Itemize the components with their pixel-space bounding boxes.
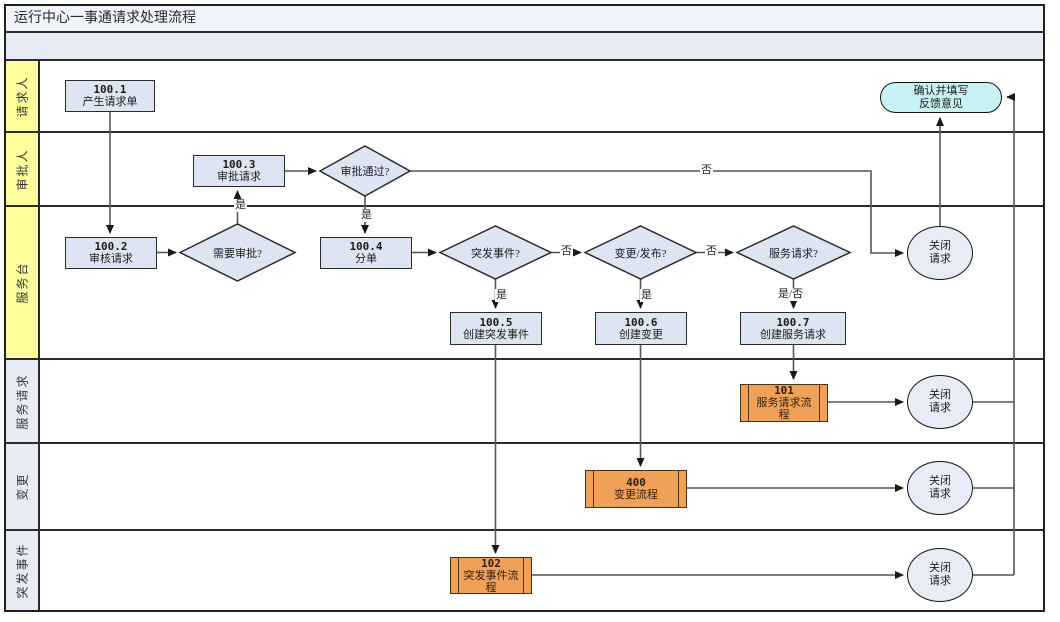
process-100-5: 100.5 创建突发事件 bbox=[450, 312, 542, 345]
lane-row-requester: 请求人 bbox=[6, 61, 1043, 133]
page-title: 运行中心一事通请求处理流程 bbox=[14, 11, 196, 26]
lane-label-service-desk: 服务台 bbox=[6, 207, 40, 358]
process-100-1: 100.1 产生请求单 bbox=[65, 80, 155, 112]
edge-label-yes-no-service: 是/否 bbox=[777, 288, 805, 301]
edge-label-yes-incident: 是 bbox=[495, 289, 508, 302]
edge-label-no-change: 否 bbox=[705, 245, 718, 258]
close-request-circle-desk: 关闭请求 bbox=[907, 226, 973, 280]
lane-label-requester: 请求人 bbox=[6, 61, 40, 131]
edge-label-yes-change: 是 bbox=[640, 289, 653, 302]
subprocess-102: 102 突发事件流程 bbox=[450, 557, 532, 594]
close-request-circle-change: 关闭请求 bbox=[907, 461, 973, 515]
edge-label-no-incident: 否 bbox=[560, 245, 573, 258]
diagram-frame bbox=[4, 4, 1045, 612]
edge-label-yes-to-100-3: 是 bbox=[234, 199, 247, 212]
title-bar: 运行中心一事通请求处理流程 bbox=[6, 6, 1043, 33]
close-request-circle-service-request: 关闭请求 bbox=[907, 375, 973, 429]
lane-row-approver: 审批人 bbox=[6, 133, 1043, 207]
lane-label-approver: 审批人 bbox=[6, 133, 40, 205]
lane-label-change: 变更 bbox=[6, 444, 40, 529]
subprocess-400: 400 变更流程 bbox=[585, 470, 687, 508]
process-100-4: 100.4 分单 bbox=[320, 237, 412, 269]
process-100-6: 100.6 创建变更 bbox=[595, 312, 687, 345]
process-100-3: 100.3 审批请求 bbox=[193, 155, 285, 187]
subtitle-band bbox=[6, 33, 1043, 61]
lane-label-service-request: 服务请求 bbox=[6, 360, 40, 442]
lane-label-incident: 突发事件 bbox=[6, 531, 40, 610]
edge-label-yes-to-100-4: 是 bbox=[360, 209, 373, 222]
close-request-circle-incident: 关闭请求 bbox=[907, 548, 973, 602]
process-100-2: 100.2 审核请求 bbox=[65, 237, 157, 269]
subprocess-101: 101 服务请求流程 bbox=[740, 384, 828, 422]
end-terminator: 确认并填写反馈意见 bbox=[880, 82, 1002, 113]
lane-row-service-request: 服务请求 bbox=[6, 360, 1043, 444]
lane-row-change: 变更 bbox=[6, 444, 1043, 531]
process-100-7: 100.7 创建服务请求 bbox=[740, 312, 846, 345]
edge-label-no-approved: 否 bbox=[700, 164, 713, 177]
